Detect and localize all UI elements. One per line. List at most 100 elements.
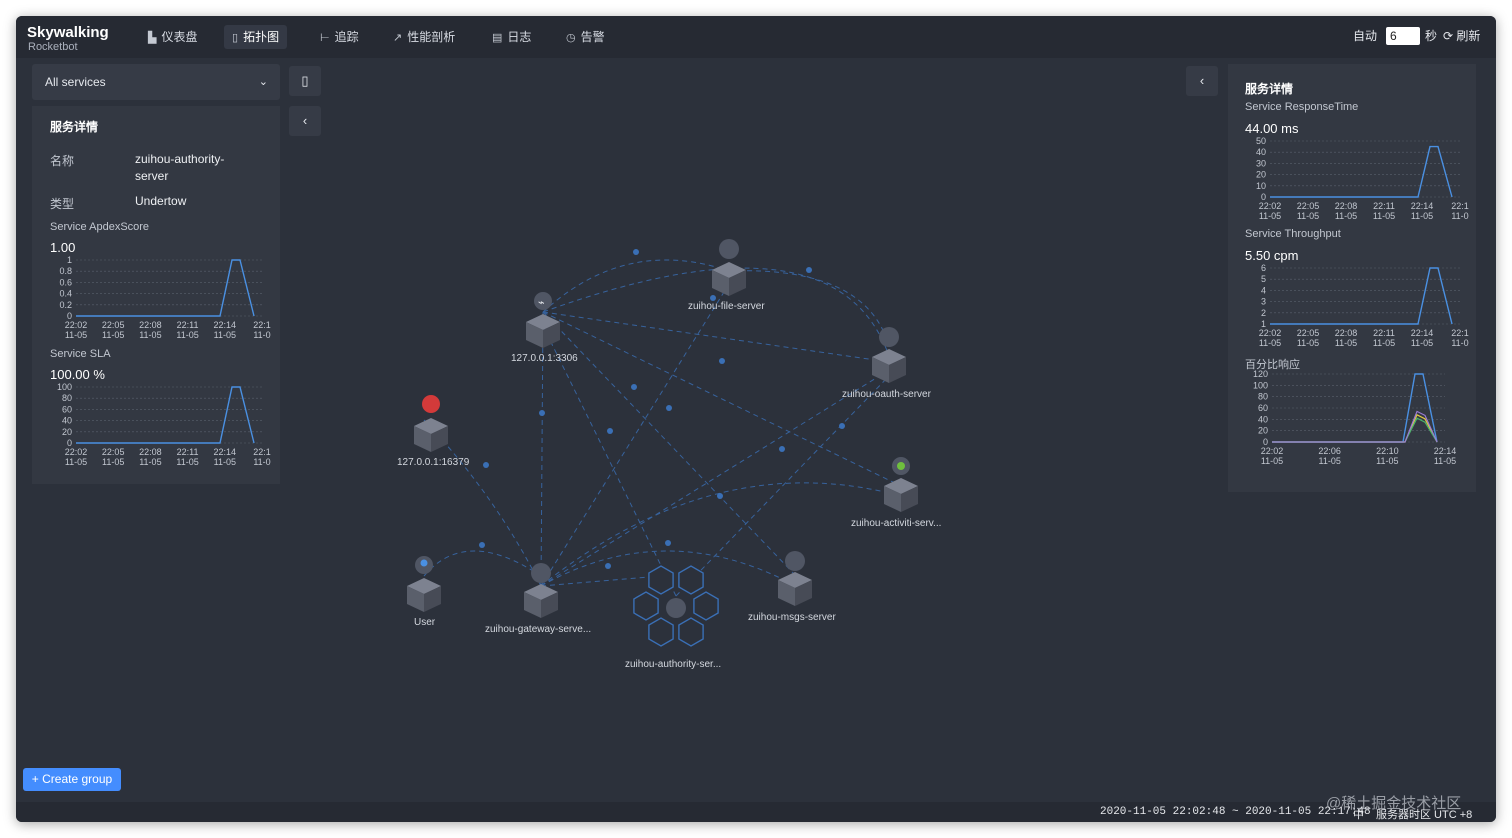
x-tick-date: 11-05 [1373,338,1395,348]
svg-text:⌁: ⌁ [538,297,545,309]
node-cube[interactable] [414,418,448,452]
y-tick-label: 6 [1261,264,1266,273]
node-oauth-server[interactable]: zuihou-oauth-server [842,389,931,400]
top-navbar: Skywalking Rocketbot ▙仪表盘 ▯拓扑图 ⊢追踪 ↗性能剖析… [16,16,1496,58]
y-tick-label: 0 [1263,437,1268,447]
x-tick-label: 22:02 [1261,446,1284,456]
node-cube[interactable] [712,262,746,296]
y-tick-label: 0.8 [59,266,72,276]
chevron-left-icon: ‹ [1199,73,1205,88]
y-tick-label: 30 [1256,158,1266,168]
interval-unit: 秒 [1425,29,1438,43]
redis-icon [422,395,440,413]
x-tick-label: 22:05 [1297,201,1320,211]
y-tick-label: 40 [62,416,72,426]
x-tick-date: 11-05 [1318,456,1340,466]
collapse-right-button[interactable]: ‹ [1186,66,1218,96]
layers-icon[interactable] [678,565,704,595]
server-icon [719,239,739,259]
type-label: 类型 [50,197,75,211]
node-file-server[interactable]: zuihou-file-server [688,301,765,312]
refresh-button[interactable]: ⟳ 刷新 [1443,29,1481,43]
x-tick-date: 11-0 [253,330,270,340]
node-gateway-server[interactable]: zuihou-gateway-serve... [485,624,592,635]
y-tick-label: 40 [1256,147,1266,157]
x-tick-date: 11-05 [65,330,87,340]
y-tick-label: 0.6 [59,277,72,287]
resp-chart: 5040302010022:0211-0522:0511-0522:0811-0… [1256,137,1469,221]
series-line [1272,417,1438,443]
y-tick-label: 3 [1261,297,1266,307]
x-tick-date: 11-05 [1335,211,1357,221]
node-user[interactable]: User [414,617,436,628]
x-tick-date: 11-05 [102,457,124,467]
node-cube[interactable] [524,584,558,618]
x-tick-date: 11-05 [1373,211,1395,221]
mysql-icon [534,292,552,310]
x-tick-date: 11-05 [1259,338,1281,348]
y-tick-label: 0 [1261,192,1266,202]
y-tick-label: 0 [67,438,72,448]
pct-title: 百分比响应 [1245,359,1300,371]
nav-trace[interactable]: ⊢追踪 [312,25,367,49]
nav-topology[interactable]: ▯拓扑图 [224,25,288,49]
x-tick-date: 11-0 [253,457,270,467]
refresh-interval-input[interactable] [1386,27,1420,45]
x-tick-date: 11-05 [102,330,124,340]
x-tick-label: 22:08 [1335,201,1358,211]
service-select[interactable]: All services⌄ [32,64,280,100]
layout-icon: ▯ [301,73,309,88]
panel-title: 服务详情 [50,120,99,134]
api-icon[interactable] [693,591,719,621]
series-line [1270,267,1453,325]
more-icon[interactable] [678,617,704,647]
gateway-icon [531,563,551,583]
alarm-icon[interactable] [633,591,659,621]
nav-log[interactable]: ▤日志 [484,25,539,49]
toggle-layout-button[interactable]: ▯ [289,66,321,96]
authority-hex-menu[interactable] [633,565,719,647]
x-tick-date: 11-05 [214,457,236,467]
x-tick-label: 22:11 [177,447,199,457]
x-tick-label: 22:11 [177,320,199,330]
x-tick-label: 22:10 [1376,446,1399,456]
x-tick-date: 11-05 [1335,338,1357,348]
share-icon[interactable] [648,617,674,647]
x-tick-label: 22:14 [1411,328,1434,338]
pct-chart: 12010080604020022:0211-0522:0611-0522:10… [1253,370,1456,466]
y-tick-label: 0.4 [59,289,72,299]
nav-dashboard[interactable]: ▙仪表盘 [140,25,205,49]
brand-subtitle: Rocketbot [28,41,78,53]
collapse-left-button[interactable]: ‹ [289,106,321,136]
node-cube[interactable] [872,349,906,383]
language-toggle[interactable]: 中 [1353,809,1364,821]
node-activiti-server[interactable]: zuihou-activiti-serv... [851,518,942,529]
series-line [1272,410,1438,443]
node-authority-server[interactable]: zuihou-authority-ser... [625,659,722,670]
node-cube[interactable] [778,572,812,606]
server-icon [879,327,899,347]
node-cube[interactable] [884,478,918,512]
x-tick-date: 11-05 [139,330,161,340]
node-cube[interactable] [526,314,560,348]
create-group-button[interactable]: + Create group [23,768,121,791]
service-detail-card: 服务详情 名称 zuihou-authority- server 类型 Unde… [32,106,280,484]
nav-alarm[interactable]: ◷告警 [558,25,613,49]
profile-icon: ↗ [393,32,403,44]
nav-profile[interactable]: ↗性能剖析 [385,25,463,49]
dashboard-icon[interactable] [648,565,674,595]
y-tick-label: 40 [1258,414,1268,424]
x-tick-label: 22:05 [102,447,125,457]
name-value-2: server [135,169,169,183]
x-tick-date: 11-0 [1451,338,1468,348]
x-tick-date: 11-05 [139,457,161,467]
watermark: @稀土掘金技术社区 [1326,795,1462,812]
node-mysql[interactable]: 127.0.0.1:3306 [511,353,578,364]
node-redis[interactable]: 127.0.0.1:16379 [397,457,470,468]
node-cube[interactable] [407,578,441,612]
y-tick-label: 20 [1256,170,1266,180]
time-range[interactable]: 2020-11-05 22:02:48 ~ 2020-11-05 22:17:4… [1100,806,1371,818]
node-msgs-server[interactable]: zuihou-msgs-server [748,612,836,623]
x-tick-date: 11-05 [176,330,198,340]
